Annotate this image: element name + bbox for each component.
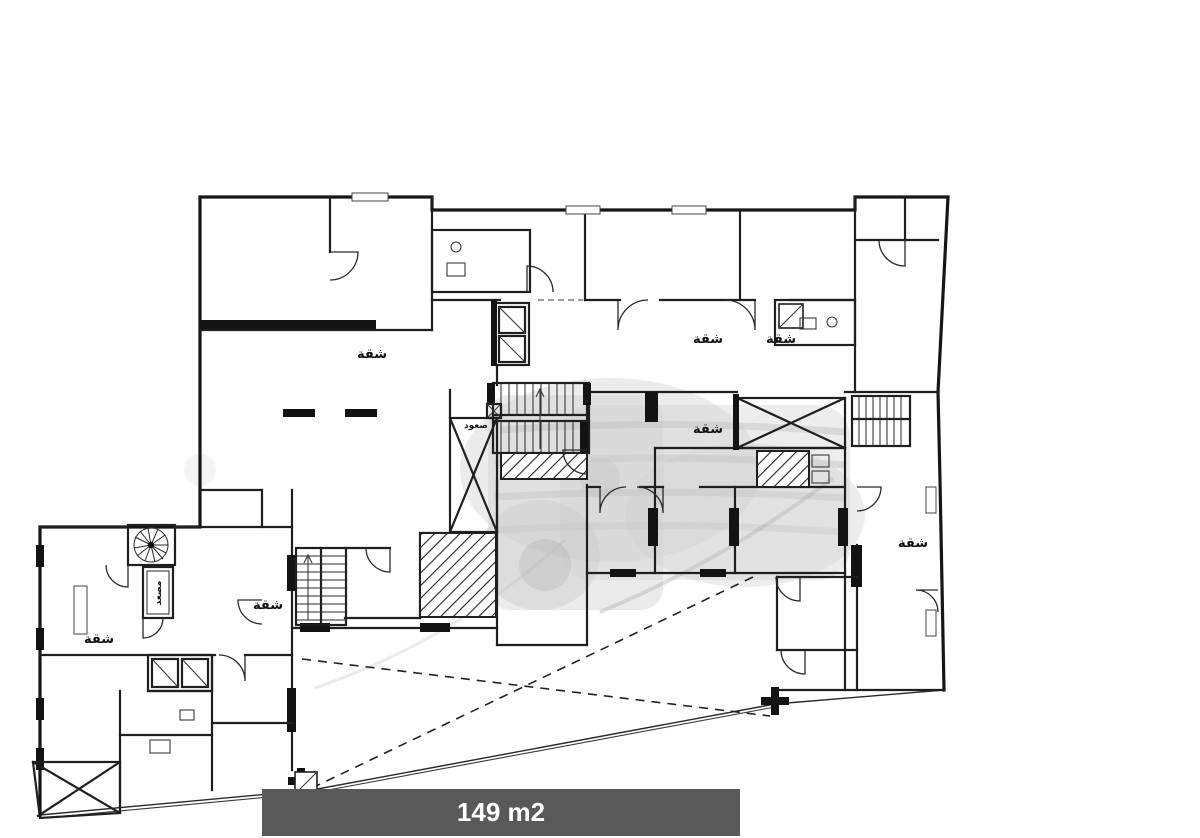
spiral-staircase xyxy=(126,523,177,567)
apartment-label: شقة xyxy=(84,632,114,647)
interior-walls xyxy=(36,192,946,807)
apartment-label: شقة xyxy=(693,422,723,437)
staircase-lower-left xyxy=(294,546,348,627)
highlight-wash xyxy=(184,378,865,690)
text-labels: شقة شقة شقة شقة شقة شقة شقة مصعد صعود xyxy=(84,332,928,647)
elevator-shaft-left xyxy=(141,565,175,620)
hatched-shaft-areas xyxy=(294,303,810,795)
area-bar: 149 m2 xyxy=(262,789,740,836)
staircase-main xyxy=(487,381,591,455)
staircase-right xyxy=(850,394,912,448)
apartment-label: شقة xyxy=(693,332,723,347)
apartment-label: شقة xyxy=(253,598,283,613)
elevator-core-center xyxy=(491,300,531,367)
apartment-label: شقة xyxy=(357,347,387,362)
shaft-x-box-bottom-left xyxy=(31,760,122,820)
elevator-label: مصعد xyxy=(154,581,164,606)
survey-cross-marker xyxy=(761,687,789,715)
apartment-label: شقة xyxy=(898,536,928,551)
shaft-x-box-right xyxy=(733,394,847,450)
apartment-label: شقة xyxy=(766,332,796,347)
area-label: 149 m2 xyxy=(456,797,546,827)
stair-up-label: صعود xyxy=(464,421,488,431)
elevator-pair-lower-left xyxy=(146,653,214,693)
door-arcs xyxy=(105,239,939,682)
